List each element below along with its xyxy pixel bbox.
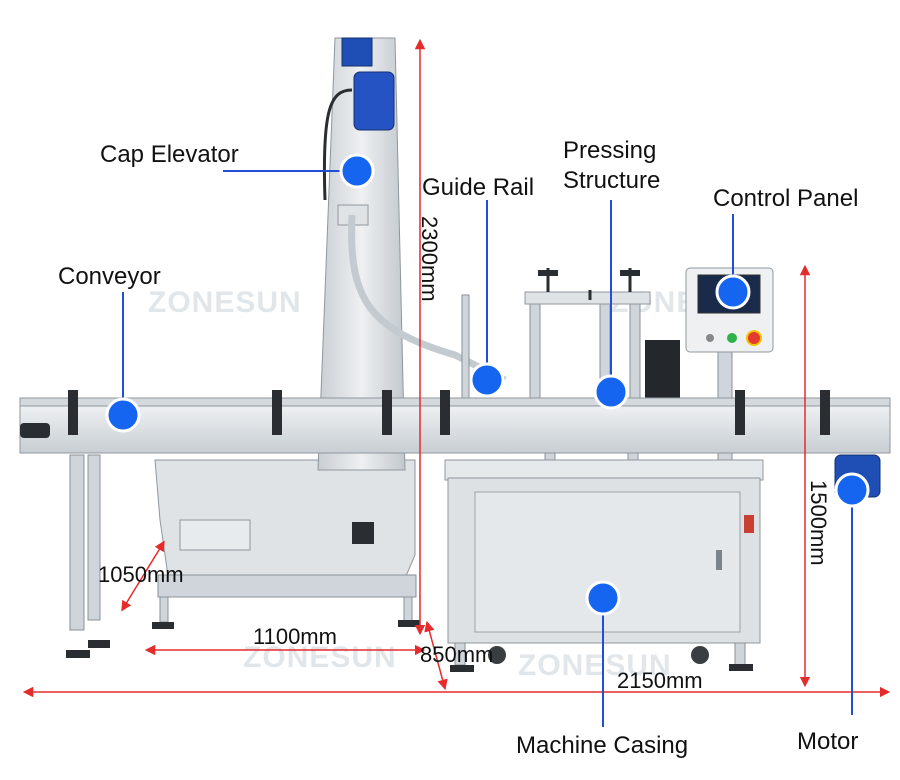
casing-leg [734,642,746,666]
rail-clamp [440,390,450,435]
rail-clamp [820,390,830,435]
label-control-panel: Control Panel [713,185,858,212]
callout-leaders [122,170,853,727]
bearing-block [352,522,374,544]
handwheel [620,270,640,276]
hopper-box [179,519,251,551]
conveyor-rail [19,402,891,454]
caster-wheel [691,646,709,664]
dimension-lines [22,38,891,698]
rail-clamp [272,390,282,435]
elevator-gearbox [341,37,373,67]
callout-dot-cap-elevator[interactable] [339,153,375,189]
leveling-foot [66,650,90,658]
cap-elevator-tower [317,37,406,471]
watermark: ZONESUN [518,649,672,682]
watermark: ZONESUN [148,286,302,319]
indicator [706,334,714,342]
rail-clamp [68,390,78,435]
label-conveyor: Conveyor [58,263,161,290]
motor-cable [322,88,353,201]
conveyor-leg [87,454,101,621]
label-cap-elevator: Cap Elevator [100,141,239,168]
dim-label-2150: 2150mm [617,668,703,693]
side-switch [744,515,754,533]
leveling-foot [88,640,110,648]
dim-label-850: 850mm [420,642,493,667]
dim-label-2300: 2300mm [417,216,442,302]
label-pressing: Pressing [563,137,656,164]
rail-clamp [735,390,745,435]
frame-crossbar [524,291,651,305]
casing-top [444,459,764,481]
label-machine-casing: Machine Casing [516,732,688,759]
conveyor-belt-edge [19,397,891,407]
dim-label-1050: 1050mm [98,562,184,587]
leveling-foot [152,622,174,629]
caster-wheel [488,646,506,664]
label-guide-rail: Guide Rail [422,174,534,201]
callout-dot-conveyor[interactable] [105,397,141,433]
elevator-motor [353,71,395,131]
start-button [727,333,737,343]
leveling-foot [398,620,420,627]
frame-post [629,299,641,401]
dim-line-1050 [121,540,165,612]
leveling-foot [450,665,474,672]
label-motor: Motor [797,728,858,755]
capping-motor [645,340,680,405]
dimension-labels: 2300mm 1500mm 1050mm 1100mm 850mm 2150mm [98,216,831,693]
callout-dot-motor[interactable] [834,472,870,508]
dim-label-1100: 1100mm [253,624,337,649]
callout-dot-machine-casing[interactable] [585,580,621,616]
guide-rail-post [461,294,470,401]
handwheel [538,270,558,276]
frame-post [529,299,541,401]
leveling-foot [729,664,753,671]
label-structure: Structure [563,167,660,194]
emergency-stop-button [746,330,762,346]
rail-clamp [382,390,392,435]
dim-line-850 [424,620,448,691]
cap-chute [348,214,507,384]
callout-dot-pressing-structure[interactable] [593,374,629,410]
callout-dots [105,153,870,616]
callout-labels: Cap Elevator Guide Rail Pressing Structu… [58,137,858,759]
base-leg [159,596,169,623]
callout-dot-control-panel[interactable] [715,274,751,310]
dim-label-1500: 1500mm [806,480,831,566]
base-leg [403,596,413,623]
conveyor-leg [69,454,85,631]
conveyor-end-cap [20,423,50,438]
elevator-base [157,574,417,598]
door-handle [716,550,722,570]
callout-dot-guide-rail[interactable] [469,362,505,398]
